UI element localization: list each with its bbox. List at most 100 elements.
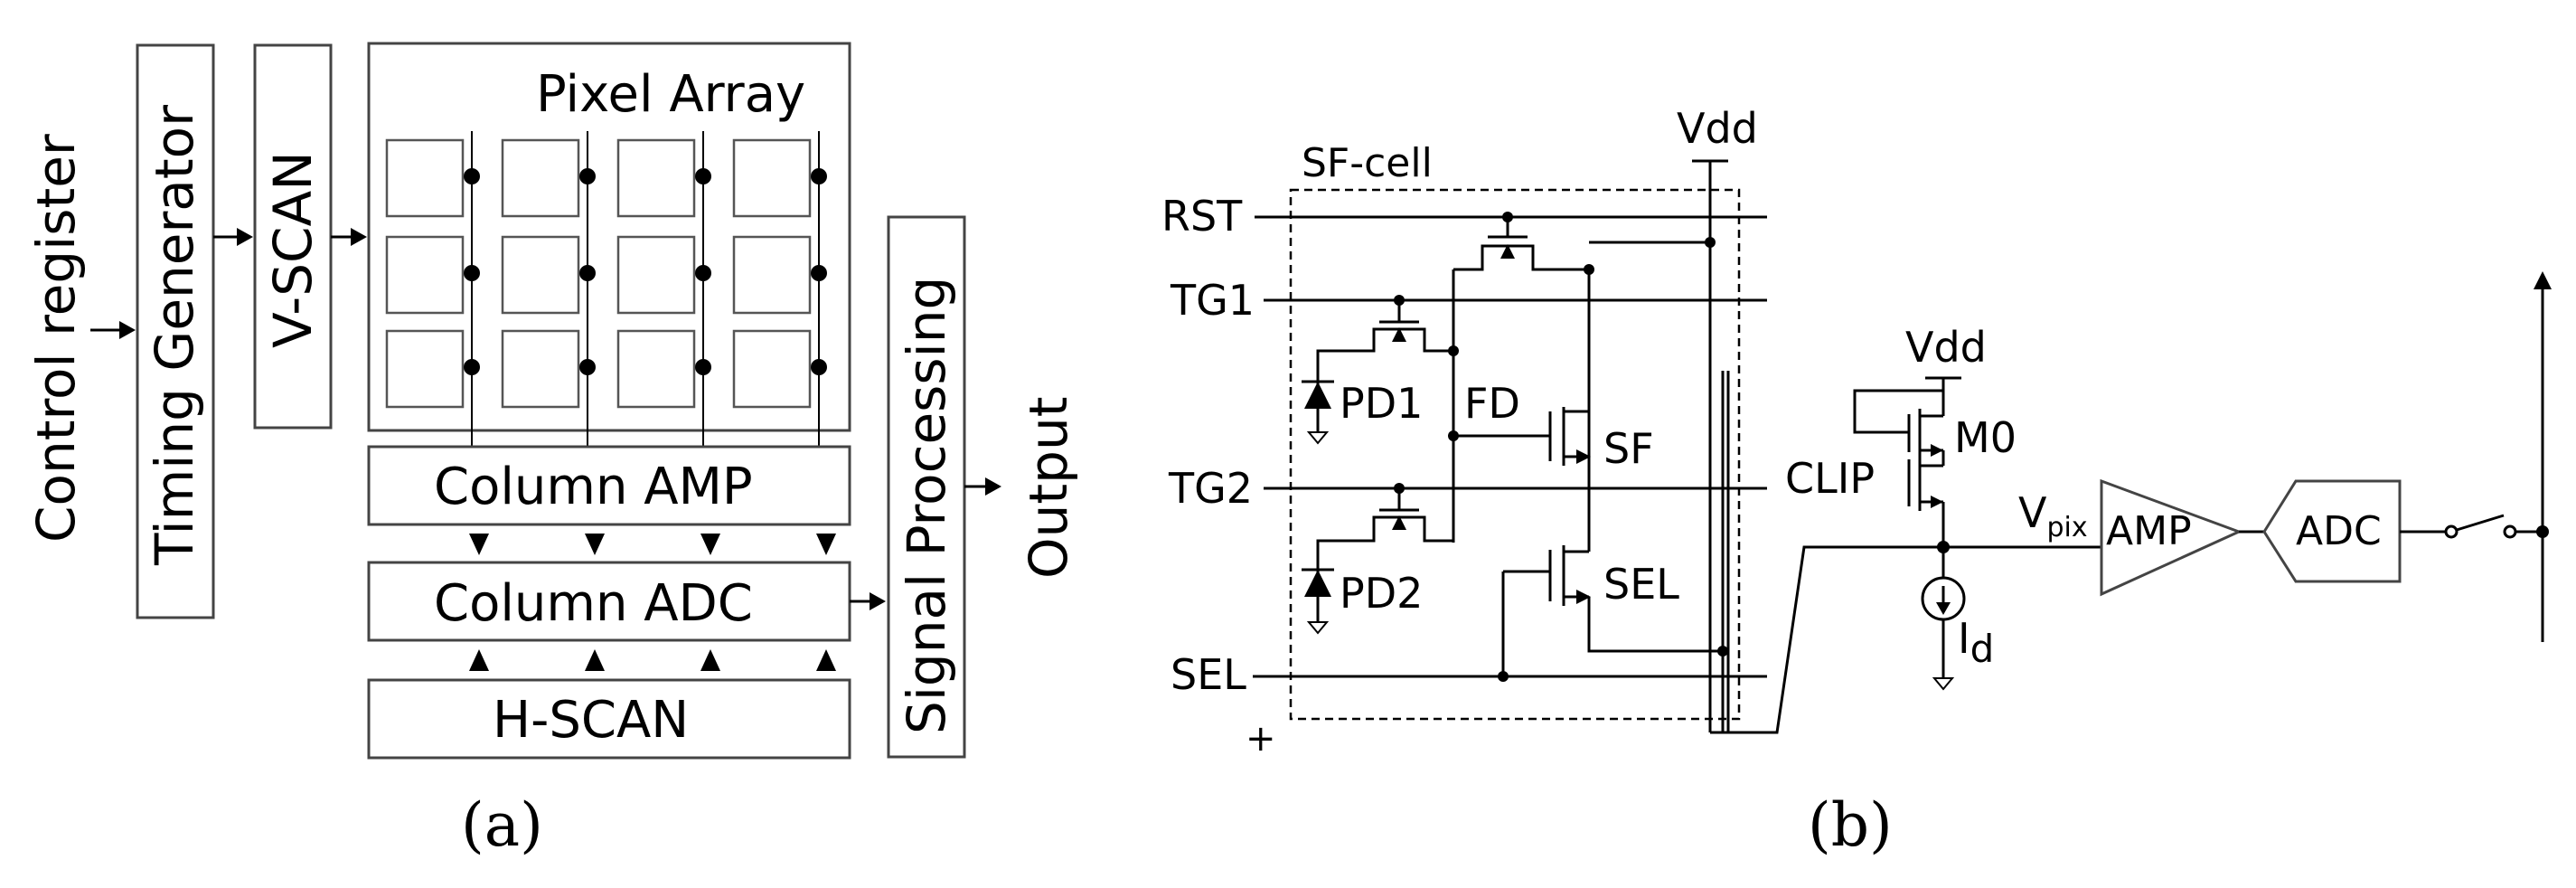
current-source-ground — [1932, 677, 1955, 691]
sf-cell-box — [1289, 188, 1741, 721]
pixel-cell — [616, 138, 696, 218]
output-bus-arrow — [2534, 271, 2552, 289]
hscan-to-adc-arrow — [469, 649, 489, 671]
control-to-timing-arrow — [119, 321, 136, 339]
caption-a: (a) — [461, 790, 543, 860]
switch-pole-right — [2503, 524, 2517, 539]
output-label: Output — [1018, 397, 1079, 579]
pixel-cell — [385, 235, 465, 315]
signal-processing-label: Signal Processing — [896, 277, 957, 734]
vdd-top-label: Vdd — [1677, 104, 1758, 153]
pixel-cell — [385, 329, 465, 409]
pixel-readout-dot — [811, 265, 827, 281]
fd-junction-top — [1448, 345, 1459, 356]
pixel-cell — [732, 329, 812, 409]
pixel-readout-dot — [695, 168, 711, 184]
column-arrows — [469, 534, 836, 671]
amp-to-adc-arrow — [469, 534, 489, 555]
timing-generator-label: Timing Generator — [144, 105, 205, 566]
adc-label: ADC — [2296, 508, 2382, 554]
vscan-label: V-SCAN — [262, 151, 324, 348]
pixel-cell — [732, 138, 812, 218]
pd1-ground — [1306, 431, 1330, 445]
fd-label: FD — [1464, 379, 1520, 428]
pixel-cell — [732, 235, 812, 315]
m0-arrow — [1931, 444, 1943, 457]
vscan-box — [253, 43, 333, 430]
tg1-label: TG1 — [1170, 276, 1255, 325]
clip-label: CLIP — [1785, 454, 1875, 503]
pixel-array-label: Pixel Array — [536, 65, 805, 124]
sf-drain-junction — [1584, 264, 1594, 275]
vscan-to-array-arrow — [351, 228, 367, 246]
panel-b: SF-cell + Vdd RST TG1 TG2 SEL — [1161, 104, 2552, 860]
tg1-channel — [1316, 327, 1453, 366]
control-register-label: Control register — [25, 134, 87, 543]
amp-triangle — [2100, 478, 2242, 597]
caption-b: (b) — [1808, 790, 1893, 860]
vpix-label: Vpix — [2018, 488, 2088, 543]
column-amp-box — [367, 445, 851, 526]
adc-to-sp-arrow — [870, 592, 886, 610]
sel-junction — [1498, 671, 1509, 682]
sel-source-wire — [1587, 597, 1723, 653]
hscan-to-adc-arrow — [585, 649, 605, 671]
vpix-sub: pix — [2046, 512, 2087, 543]
vdd-clip-label: Vdd — [1905, 323, 1987, 372]
m0-diode-wire — [1853, 389, 1943, 434]
amp-label: AMP — [2106, 508, 2192, 554]
id-main: I — [1958, 614, 1970, 663]
pixel-readout-dot — [695, 359, 711, 375]
pixel-readout-dot — [464, 359, 480, 375]
timing-generator-box — [136, 43, 215, 619]
rst-channel — [1453, 244, 1589, 271]
pixel-cell — [501, 235, 580, 315]
current-source-arrow — [1936, 602, 1951, 615]
pixel-readout-dot — [811, 168, 827, 184]
amp-to-adc-arrow — [700, 534, 720, 555]
pixel-readout-dot — [811, 359, 827, 375]
column-adc-box — [367, 561, 851, 642]
sp-to-output-arrow — [985, 477, 1001, 496]
pixel-readout-dot — [695, 265, 711, 281]
tg2-junction — [1394, 483, 1405, 494]
switch-blade — [2456, 514, 2505, 532]
pixel-readout-dot — [464, 168, 480, 184]
id-label: Id — [1958, 614, 1994, 671]
column-amp-label: Column AMP — [434, 458, 753, 516]
switch-pole-left — [2444, 524, 2458, 539]
pd2-label: PD2 — [1340, 569, 1423, 618]
clip-arrow — [1931, 496, 1943, 508]
sf-label: SF — [1603, 424, 1654, 473]
rst-body-arrow — [1500, 244, 1515, 259]
rst-junction — [1502, 212, 1513, 222]
pixel-cell — [616, 235, 696, 315]
hscan-to-adc-arrow — [816, 649, 836, 671]
origin-marker: + — [1246, 718, 1276, 760]
sel-arrow — [1576, 590, 1591, 604]
amp-to-adc-arrow — [585, 534, 605, 555]
pixel-grid — [385, 131, 827, 447]
sel-label: SEL — [1170, 650, 1246, 699]
hscan-to-adc-arrow — [700, 649, 720, 671]
hscan-box — [367, 678, 851, 760]
tg2-body-arrow — [1392, 515, 1406, 530]
tg1-junction — [1394, 295, 1405, 306]
tg2-label: TG2 — [1168, 464, 1253, 513]
rst-label: RST — [1161, 192, 1243, 241]
tg2-channel — [1316, 515, 1453, 553]
pixel-cell — [501, 329, 580, 409]
pixel-cell — [385, 138, 465, 218]
vdd-junction — [1705, 237, 1716, 248]
column-output-wire — [1728, 545, 1943, 734]
hscan-label: H-SCAN — [493, 691, 689, 750]
pixel-readout-dot — [464, 265, 480, 281]
pd2-ground — [1306, 621, 1330, 635]
pixel-readout-dot — [579, 265, 596, 281]
sel-transistor-label: SEL — [1603, 560, 1679, 609]
pd1-label: PD1 — [1340, 379, 1423, 428]
column-adc-label: Column ADC — [434, 574, 753, 633]
pixel-cell — [501, 138, 580, 218]
